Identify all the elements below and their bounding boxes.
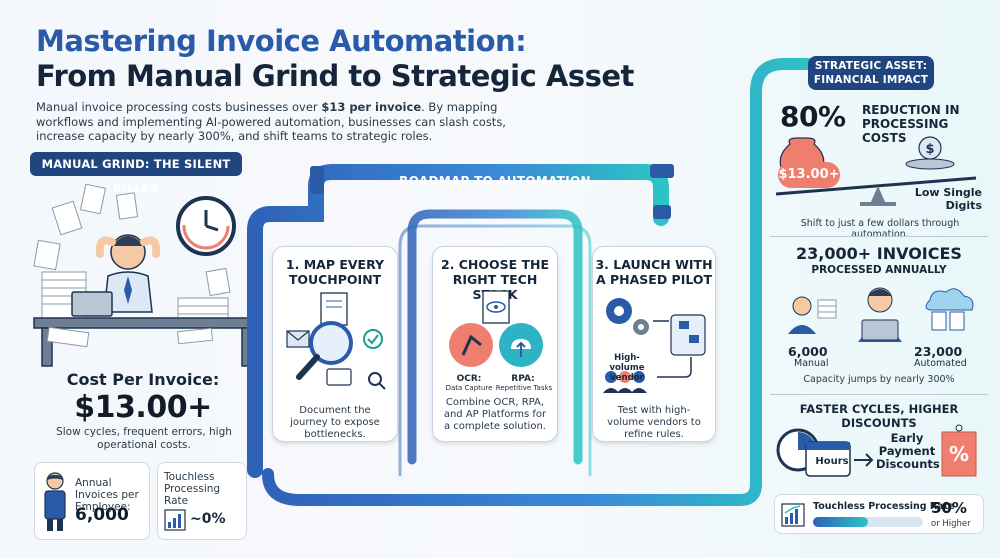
- tech-stack-icon: [449, 290, 543, 367]
- step-2-desc: Combine OCR, RPA, and AP Platforms for a…: [443, 397, 547, 432]
- vendor-label: High-volume vendor: [609, 353, 645, 383]
- bag-value: $13.00+: [778, 162, 840, 188]
- hours-label: Hours: [815, 456, 849, 467]
- tpr-sub: or Higher: [931, 519, 971, 529]
- touchless-target-card: Touchless Processing Rate 50% or Higher: [774, 494, 984, 534]
- invoices-sub: PROCESSED ANNUALLY: [811, 264, 947, 276]
- svg-text:$: $: [925, 142, 934, 157]
- employee-icon: [44, 472, 66, 531]
- roadmap-label: ROADMAP TO AUTOMATION: [399, 174, 591, 188]
- low-digits-label: Low Single Digits: [914, 186, 982, 212]
- cost-per-invoice-label: Cost Per Invoice:: [66, 370, 220, 389]
- touchless-rate-label: Touchless Processing Rate: [164, 471, 221, 507]
- intro-text: Manual invoice processing costs business…: [36, 100, 506, 144]
- automated-label: Automated: [914, 358, 967, 369]
- cost-per-invoice-value: $13.00+: [74, 390, 212, 425]
- pilot-workflow-icon: [603, 298, 706, 393]
- reduction-label: REDUCTION IN PROCESSING COSTS: [862, 103, 960, 145]
- touchless-rate-value: ~0%: [190, 511, 226, 527]
- step-3-desc: Test with high-volume vendors to refine …: [607, 405, 701, 440]
- cycle-icons: [776, 424, 977, 477]
- divider-2: [770, 394, 988, 395]
- capacity-illustration: [788, 287, 974, 342]
- intro-post: . By mapping workflows and implementing …: [36, 100, 506, 143]
- tpr-fill: [813, 517, 868, 527]
- tpr-track: [813, 517, 923, 527]
- page-title: Mastering Invoice Automation: From Manua…: [36, 24, 656, 94]
- divider-1: [770, 236, 988, 237]
- percent-tag: %: [948, 442, 970, 466]
- ocr-sub: Data Capture: [445, 384, 493, 392]
- annual-invoices-card: Annual Invoices per Employee: 6,000: [34, 462, 150, 540]
- annual-invoices-value: 6,000: [75, 505, 129, 525]
- intro-pre: Manual invoice processing costs business…: [36, 100, 322, 114]
- step-3-card: 3. LAUNCH WITH A PHASED PILOT High-volum…: [592, 246, 716, 442]
- ocr-title: OCR:: [456, 374, 482, 384]
- magnifier-document-icon: [286, 292, 386, 390]
- invoices-title: 23,000+ INVOICES: [796, 244, 962, 263]
- touchless-rate-card: Touchless Processing Rate ~0%: [157, 462, 247, 540]
- shift-text: Shift to just a few dollars through auto…: [800, 218, 960, 240]
- tpr-value: 50%: [931, 499, 967, 517]
- step-2-card: 2. CHOOSE THE RIGHT TECH STACK OCR: Data…: [432, 246, 558, 442]
- manual-label: Manual: [794, 358, 829, 369]
- growth-chart-icon: [781, 503, 805, 527]
- capacity-text: Capacity jumps by nearly 300%: [803, 374, 955, 385]
- discount-label: Early Payment Discounts: [876, 431, 940, 471]
- cycles-title: FASTER CYCLES, HIGHER DISCOUNTS: [799, 402, 959, 430]
- step-1-desc: Document the journey to expose bottlenec…: [290, 405, 380, 440]
- bar-chart-icon: [164, 509, 186, 531]
- step-1-title: 1. MAP EVERY TOUCHPOINT: [285, 257, 385, 287]
- automated-value: 23,000: [914, 344, 963, 359]
- title-line-1: Mastering Invoice Automation:: [36, 24, 527, 58]
- manual-value: 6,000: [788, 344, 828, 359]
- manual-grind-pill: MANUAL GRIND: THE SILENT KILLER: [30, 152, 242, 195]
- rpa-title: RPA:: [511, 374, 535, 384]
- step-3-title: 3. LAUNCH WITH A PHASED PILOT: [595, 257, 713, 287]
- step-1-card: 1. MAP EVERY TOUCHPOINT Document the jou…: [272, 246, 398, 442]
- intro-bold: $13 per invoice: [321, 100, 422, 114]
- cost-per-invoice-desc: Slow cycles, frequent errors, high opera…: [56, 426, 232, 451]
- rpa-sub: Repetitive Tasks: [495, 384, 553, 392]
- strategic-asset-pill: STRATEGIC ASSET: FINANCIAL IMPACT: [808, 56, 934, 90]
- reduction-value: 80%: [780, 100, 846, 133]
- title-line-2: From Manual Grind to Strategic Asset: [36, 59, 634, 93]
- tpr-label: Touchless Processing Rate: [813, 501, 955, 512]
- annual-invoices-label: Annual Invoices per Employee:: [75, 477, 139, 513]
